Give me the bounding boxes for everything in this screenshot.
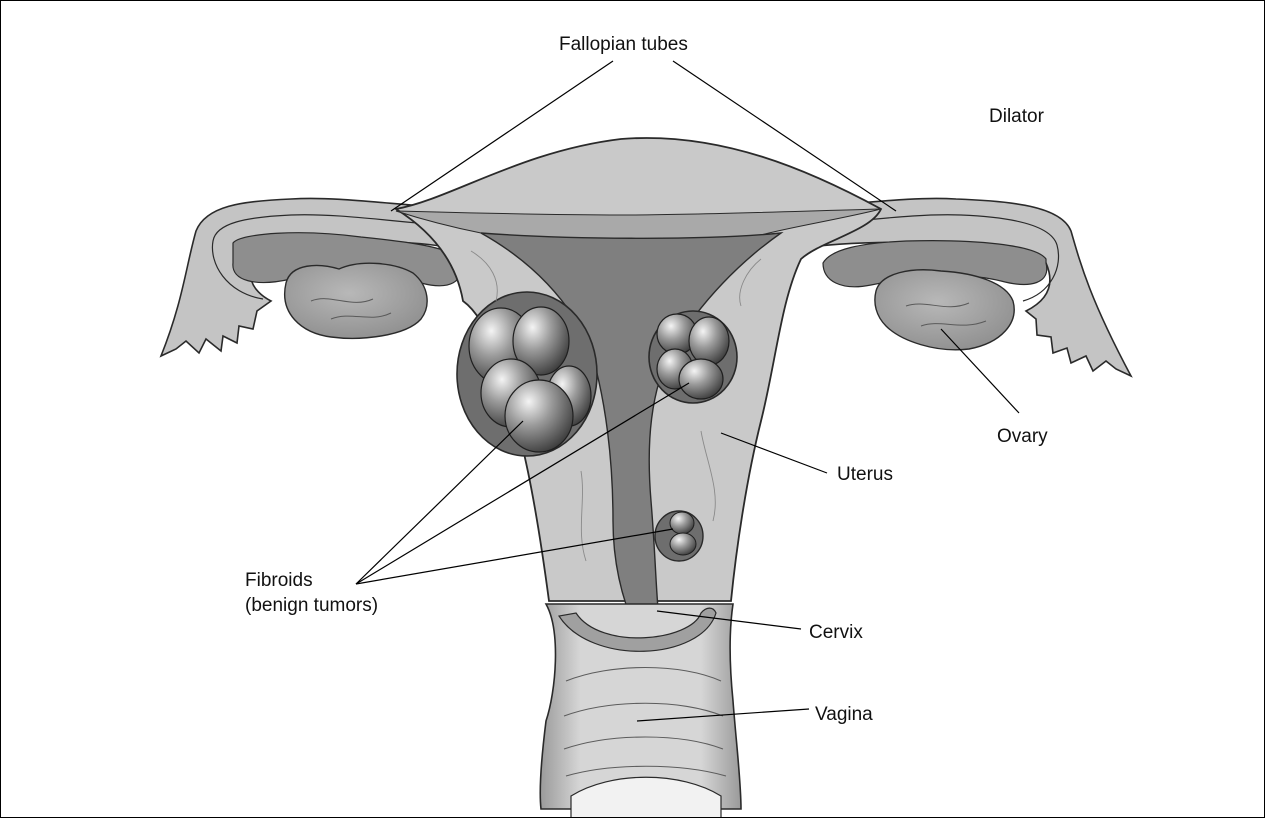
label-fallopian-tubes: Fallopian tubes (559, 33, 688, 57)
ovary-right (875, 270, 1014, 350)
label-vagina: Vagina (815, 703, 873, 727)
fibroid-cluster-medium (657, 314, 729, 399)
label-ovary: Ovary (997, 425, 1048, 449)
ovary-left (285, 263, 427, 338)
label-dilator: Dilator (989, 105, 1044, 129)
label-fibroids: Fibroids (benign tumors) (245, 568, 378, 618)
label-uterus: Uterus (837, 463, 893, 487)
label-cervix: Cervix (809, 621, 863, 645)
